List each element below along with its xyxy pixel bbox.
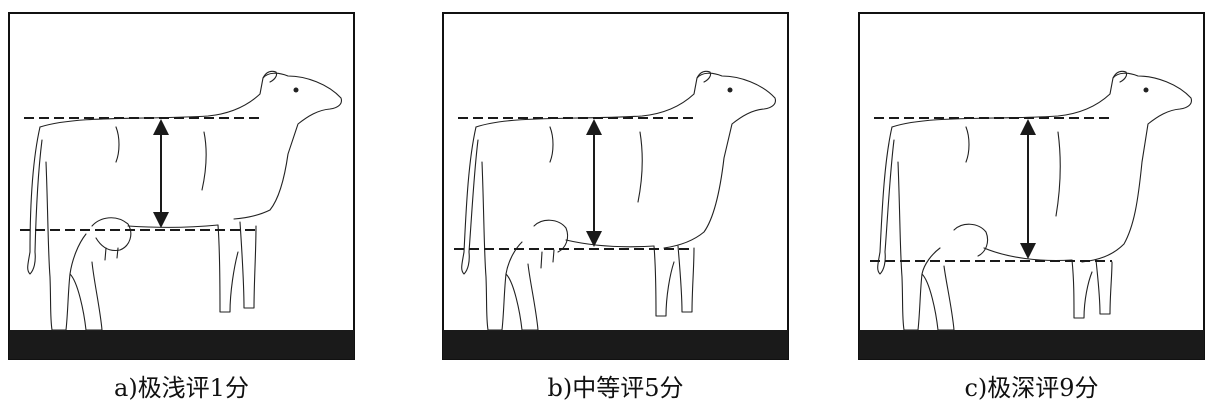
ground-bar xyxy=(9,330,354,359)
panel-moderate xyxy=(442,12,789,360)
cow-diagram-shallow xyxy=(8,12,355,360)
panel-frame xyxy=(858,12,1205,360)
arrow-head-bottom xyxy=(1020,243,1036,259)
panel-shallow xyxy=(8,12,355,360)
measurement-guides xyxy=(454,117,696,250)
cow-outline xyxy=(877,70,1192,331)
measurement-guides xyxy=(20,117,260,231)
arrow-head-top xyxy=(1020,119,1036,135)
ground-bar xyxy=(443,330,788,359)
cow-outline xyxy=(27,70,342,331)
panel-frame xyxy=(442,12,789,360)
cow-outline xyxy=(461,70,776,331)
arrow-head-top xyxy=(153,119,169,135)
arrow-head-top xyxy=(586,119,602,135)
arrow-head-bottom xyxy=(586,231,602,247)
arrow-head-bottom xyxy=(153,212,169,228)
cow-diagram-deep xyxy=(858,12,1205,360)
panel-deep xyxy=(858,12,1205,360)
caption-shallow: a)极浅评1分 xyxy=(114,374,249,402)
cow-diagram-moderate xyxy=(442,12,789,360)
caption-deep: c)极深评9分 xyxy=(964,374,1099,402)
caption-moderate: b)中等评5分 xyxy=(547,374,684,402)
ground-bar xyxy=(859,330,1204,359)
measurement-guides xyxy=(870,117,1112,262)
panel-frame xyxy=(8,12,355,360)
